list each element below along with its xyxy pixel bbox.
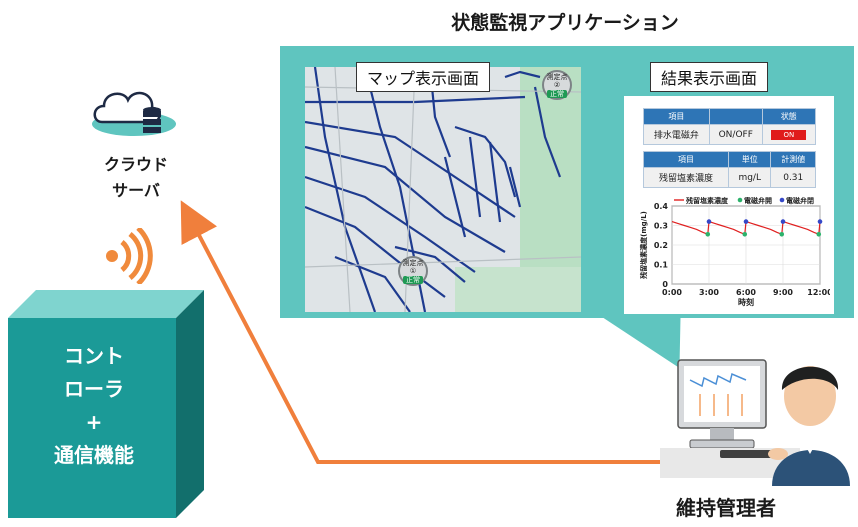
on-status-badge: ON xyxy=(771,129,807,140)
x-tick-label: 12:00 xyxy=(807,288,830,297)
pin-name: 測定点 xyxy=(402,258,424,267)
valve-status-table: 項目 状態 排水電磁弁 ON/OFF ON xyxy=(643,108,817,145)
cloud-server-label: クラウド サーバ xyxy=(86,152,186,204)
controller-label-line: + xyxy=(85,410,103,434)
administrator-illustration xyxy=(660,359,850,486)
y-tick-label: 0.4 xyxy=(654,202,669,211)
table-cell: ON/OFF xyxy=(708,124,763,145)
x-axis-label: 時刻 xyxy=(738,297,754,307)
controller-box xyxy=(8,290,204,518)
y-tick-label: 0.3 xyxy=(654,222,668,231)
legend-label: 残留塩素濃度 xyxy=(686,196,729,205)
table-cell: 0.31 xyxy=(770,167,816,188)
table-cell: 残留塩素濃度 xyxy=(643,167,729,188)
controller-label-line: 通信機能 xyxy=(54,443,134,467)
pin-number: ② xyxy=(553,80,561,89)
app-title: 状態監視アプリケーション xyxy=(451,12,679,34)
cloud-server-icon xyxy=(92,91,176,136)
road-network xyxy=(305,67,581,312)
result-screen-label: 結果表示画面 xyxy=(650,62,769,92)
x-tick-label: 3:00 xyxy=(699,288,719,297)
table-header: 項目 xyxy=(643,151,729,168)
chlorine-chart: 0 0.1 0.2 0.3 0.4 0:00 3:00 6:00 9:00 12:00 時刻 残留塩素… xyxy=(639,196,830,307)
table-header xyxy=(708,108,763,125)
valve-open-point xyxy=(779,231,785,237)
table-row: 残留塩素濃度 mg/L 0.31 xyxy=(643,167,816,188)
pin-status: 正常 xyxy=(547,89,567,98)
cloud-label-line: クラウド xyxy=(103,155,168,174)
table-header: 計測値 xyxy=(770,151,816,168)
measurement-point-pin-2[interactable]: 測定点 ② 正常 xyxy=(542,70,572,100)
valve-open-point xyxy=(816,231,822,237)
controller-label-line: コント xyxy=(64,344,124,368)
legend-label: 電磁弁閉 xyxy=(786,196,814,205)
valve-close-point xyxy=(817,219,823,224)
measurement-point-pin-1[interactable]: 測定点 ① 正常 xyxy=(398,256,428,286)
table-row: 排水電磁弁 ON/OFF ON xyxy=(643,124,817,145)
table-header: 状態 xyxy=(761,108,817,125)
table-cell: mg/L xyxy=(727,167,772,188)
legend-label: 電磁弁開 xyxy=(744,196,772,205)
valve-close-point xyxy=(780,219,786,224)
x-tick-label: 9:00 xyxy=(773,288,793,297)
table-header: 単位 xyxy=(727,151,772,168)
wireless-signal-icon xyxy=(106,228,153,284)
x-tick-label: 0:00 xyxy=(662,288,682,297)
controller-label: コント ローラ + 通信機能 xyxy=(14,340,174,472)
pin-number: ① xyxy=(409,266,417,275)
y-tick-label: 0 xyxy=(662,280,668,289)
valve-close-point xyxy=(706,219,712,224)
y-axis-label: 残留塩素濃度(mg/L) xyxy=(639,211,648,279)
legend-swatch-valve-close xyxy=(779,197,785,203)
y-tick-label: 0.2 xyxy=(654,241,668,250)
controller-label-line: ローラ xyxy=(64,377,124,401)
table-cell: ON xyxy=(761,124,817,145)
table-header: 項目 xyxy=(643,108,710,125)
y-tick-label: 0.1 xyxy=(654,261,669,270)
valve-open-point xyxy=(705,231,711,237)
measurement-table: 項目 単位 計測値 残留塩素濃度 mg/L 0.31 xyxy=(643,151,816,188)
x-tick-label: 6:00 xyxy=(736,288,756,297)
administrator-label: 維持管理者 xyxy=(676,496,776,520)
pin-status: 正常 xyxy=(403,275,423,284)
table-cell: 排水電磁弁 xyxy=(643,124,710,145)
legend-swatch-valve-open xyxy=(737,197,743,203)
map-screen-label: マップ表示画面 xyxy=(356,62,491,92)
pin-name: 測定点 xyxy=(546,72,568,81)
map-view[interactable] xyxy=(305,67,581,312)
cloud-label-line: サーバ xyxy=(112,181,160,200)
valve-open-point xyxy=(742,231,748,237)
valve-close-point xyxy=(743,219,749,224)
